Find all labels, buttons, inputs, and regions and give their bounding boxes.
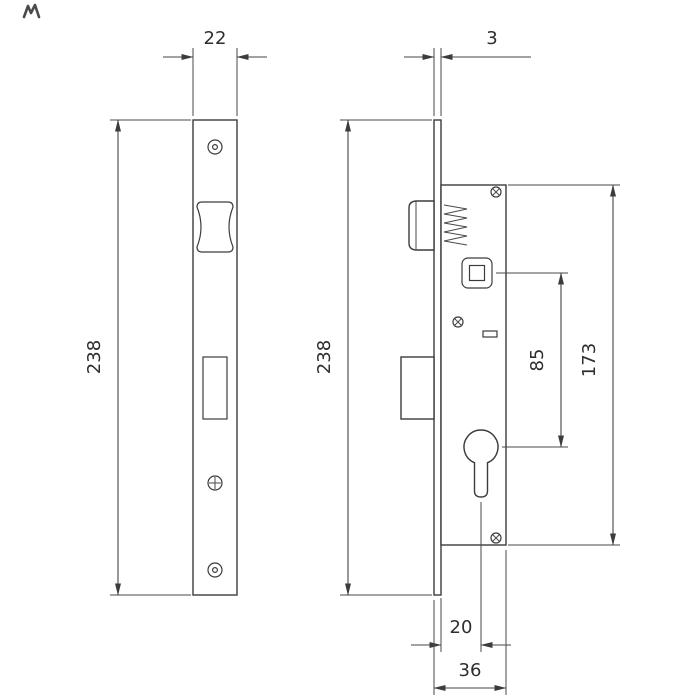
front-view <box>192 119 238 596</box>
case-slot <box>482 330 498 338</box>
dim-faceplate-width-label: 22 <box>204 28 227 49</box>
front-view-dimensions: 22 238 <box>84 28 267 596</box>
dim-case-depth-label: 36 <box>459 660 482 681</box>
dim-follower-cylinder-label: 85 <box>527 349 548 372</box>
middle-screw <box>207 475 223 491</box>
case-screw-top <box>490 186 502 198</box>
lock-case <box>440 184 507 546</box>
case-screw-middle <box>452 316 464 328</box>
bottom-screw-hole-center <box>212 566 219 573</box>
roller-latch-cutout <box>196 201 234 253</box>
dim-side-height-label: 238 <box>314 340 335 374</box>
dim-case-height-label: 173 <box>579 343 600 377</box>
dim-cylinder-offset-label: 20 <box>450 617 473 638</box>
latch-spring <box>443 204 468 246</box>
dim-front-height-label: 238 <box>84 340 105 374</box>
faceplate-edge <box>433 119 442 596</box>
case-screw-bottom <box>490 532 502 544</box>
logo-mark <box>22 3 41 19</box>
spindle-square-hole <box>468 264 486 282</box>
top-screw-hole-center <box>212 144 219 151</box>
deadbolt <box>400 356 435 420</box>
deadbolt-cutout <box>202 356 228 420</box>
side-view <box>400 119 507 596</box>
dim-faceplate-thickness-label: 3 <box>486 28 497 49</box>
euro-cylinder-hole <box>463 429 499 498</box>
side-view-dimensions: 3 238 173 85 20 36 <box>314 28 620 695</box>
roller-latch <box>408 200 435 251</box>
